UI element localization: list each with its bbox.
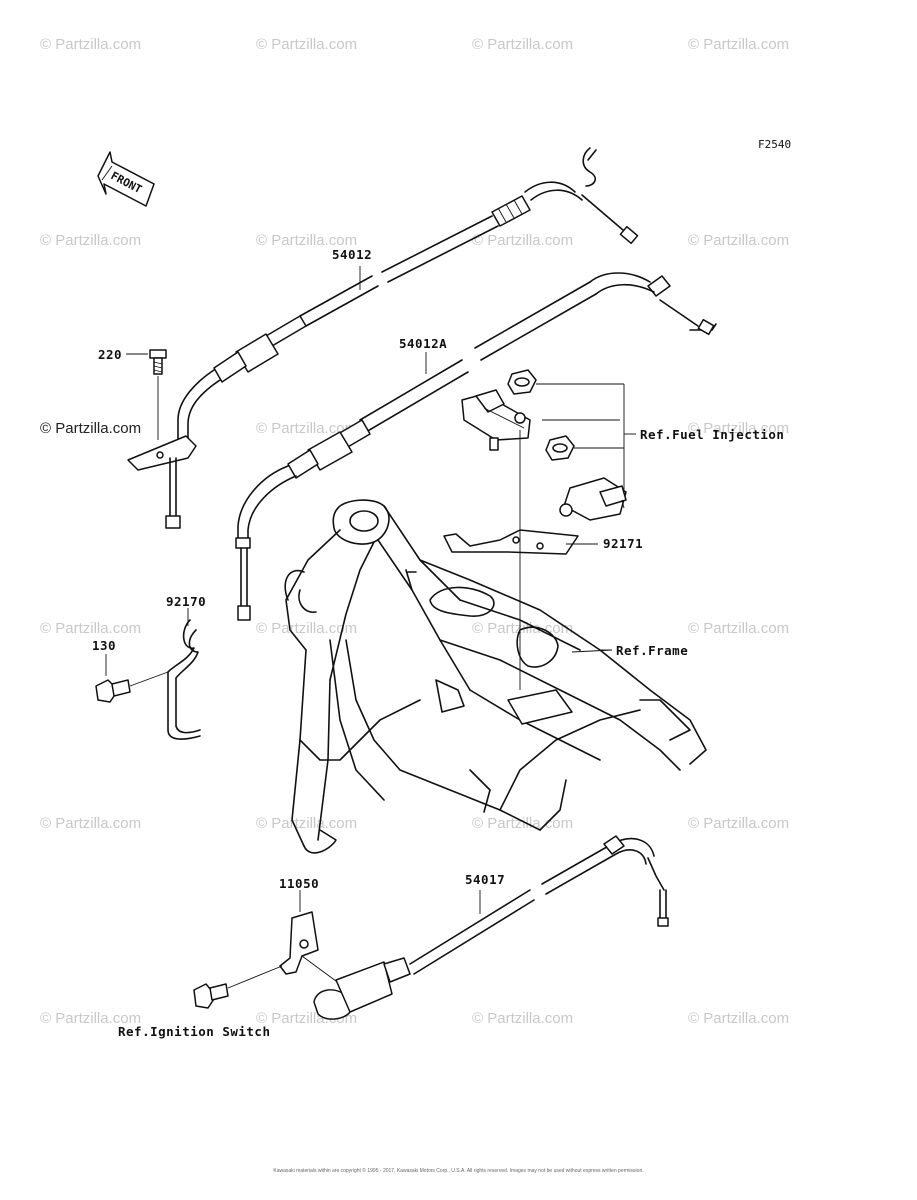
- watermark: © Partzilla.com: [472, 620, 574, 637]
- bolt-ignition-icon: [193, 965, 283, 1009]
- choke-cable-54017: [313, 835, 669, 1020]
- watermark: © Partzilla.com: [40, 420, 142, 437]
- watermark: © Partzilla.com: [256, 36, 358, 53]
- watermark: © Partzilla.com: [472, 232, 574, 249]
- watermark: © Partzilla.com: [256, 232, 358, 249]
- watermark: © Partzilla.com: [40, 815, 142, 832]
- watermark: © Partzilla.com: [688, 815, 790, 832]
- part-label-92170[interactable]: 92170: [166, 594, 207, 609]
- clamp-92170-icon: [167, 619, 201, 740]
- watermark: © Partzilla.com: [688, 232, 790, 249]
- part-label-54017[interactable]: 54017: [465, 872, 506, 887]
- fuel-injection-leader: [542, 384, 636, 490]
- part-label-11050[interactable]: 11050: [279, 876, 320, 891]
- part-label-54012A[interactable]: 54012A: [399, 336, 448, 351]
- bracket-11050-icon: [279, 890, 341, 985]
- watermark: © Partzilla.com: [256, 420, 358, 437]
- sensor-upper-icon: [461, 389, 531, 451]
- bolt-220-icon: [149, 349, 167, 440]
- watermark: © Partzilla.com: [688, 1010, 790, 1027]
- watermark: © Partzilla.com: [40, 620, 142, 637]
- watermark: © Partzilla.com: [472, 36, 574, 53]
- bolt-130-icon: [95, 671, 169, 703]
- part-label-130[interactable]: 130: [92, 638, 117, 653]
- part-label-220[interactable]: 220: [98, 347, 123, 362]
- throttle-cable-54012A: [235, 272, 717, 621]
- leader-frame: [571, 649, 613, 653]
- ref-frame-label[interactable]: Ref.Frame: [616, 643, 689, 658]
- watermark: © Partzilla.com: [688, 620, 790, 637]
- bracket-92171-icon: [443, 430, 598, 690]
- ref-fuel-injection-label[interactable]: Ref.Fuel Injection: [640, 427, 785, 442]
- sensor-lower-icon: [559, 477, 627, 521]
- nut-upper-icon: [507, 369, 624, 395]
- ref-ignition-switch-label[interactable]: Ref.Ignition Switch: [118, 1024, 271, 1039]
- figure-code: F2540: [758, 138, 792, 151]
- part-label-54012[interactable]: 54012: [332, 247, 373, 262]
- watermark: © Partzilla.com: [40, 36, 142, 53]
- nut-lower-icon: [545, 435, 624, 461]
- watermark: © Partzilla.com: [472, 1010, 574, 1027]
- part-label-92171[interactable]: 92171: [603, 536, 644, 551]
- front-arrow-icon: FRONT: [97, 151, 155, 207]
- frame-icon: [284, 499, 707, 854]
- watermark: © Partzilla.com: [688, 420, 790, 437]
- watermark: © Partzilla.com: [688, 36, 790, 53]
- watermark: © Partzilla.com: [40, 1010, 142, 1027]
- copyright-notice: Kawasaki materials within are copyright …: [273, 1168, 644, 1174]
- watermark: © Partzilla.com: [40, 232, 142, 249]
- throttle-cable-54012: [127, 147, 639, 529]
